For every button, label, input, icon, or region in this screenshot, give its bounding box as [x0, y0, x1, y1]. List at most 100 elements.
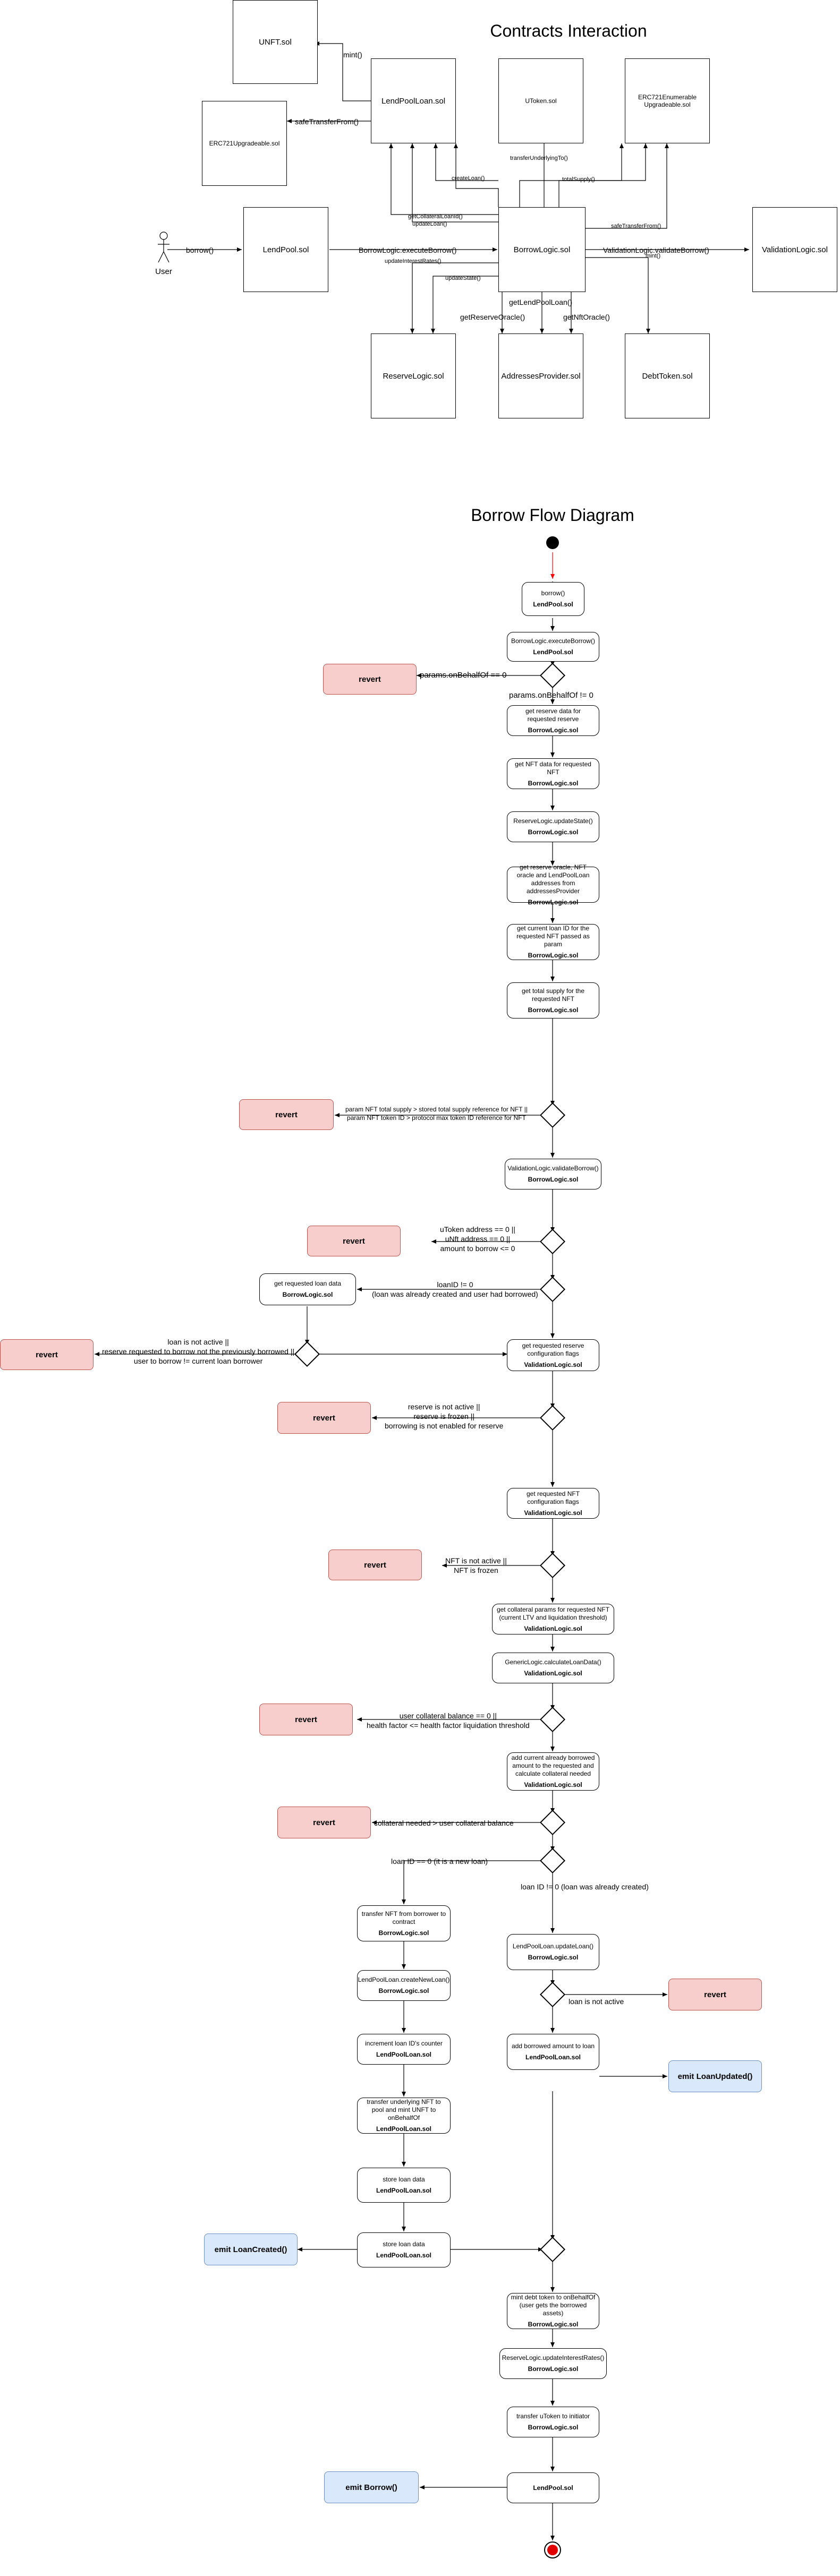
node-borrowlogic: BorrowLogic.sol: [498, 207, 586, 292]
step-text: mint debt token to onBehalfOf (user gets…: [511, 2293, 596, 2317]
step-contract: ValidationLogic.sol: [524, 1360, 582, 1368]
flow-start-node: [546, 536, 559, 549]
cond-loan-not-active: loan is not active: [569, 1997, 624, 2006]
revert-collateral-balance: revert: [259, 1704, 353, 1735]
step-text: add borrowed amount to loan: [511, 2042, 595, 2050]
step-contract: ValidationLogic.sol: [524, 1624, 582, 1632]
step-store-loan-data-1: store loan data LendPoolLoan.sol: [357, 2168, 451, 2203]
edge-transferunderlyingto: transferUnderlyingTo(): [510, 155, 568, 161]
step-contract: BorrowLogic.sol: [528, 1176, 579, 1183]
user-label: User: [155, 267, 172, 276]
step-text: transfer underlying NFT to pool and mint…: [367, 2098, 441, 2121]
step-contract: LendPoolLoan.sol: [376, 2187, 431, 2194]
step-get-loan-data: get requested loan data BorrowLogic.sol: [259, 1273, 356, 1305]
step-text: ReserveLogic.updateInterestRates(): [502, 2354, 605, 2361]
step-text: get requested loan data: [274, 1280, 342, 1287]
edge-mint-2: mint(): [646, 253, 661, 259]
edge-safetransferfrom-2: safeTransferFrom(): [611, 223, 661, 229]
step-contract: LendPool.sol: [533, 648, 573, 656]
step-get-loan-id: get current loan ID for the requested NF…: [507, 924, 599, 960]
step-update-loan: LendPoolLoan.updateLoan() BorrowLogic.so…: [507, 1934, 599, 1970]
step-contract: BorrowLogic.sol: [282, 1291, 333, 1298]
edge-createloan: createLoan(): [452, 175, 485, 182]
edge-getcollateralloanid: getCollateralLoanId(): [408, 213, 463, 220]
cond-onbehalfof-nonzero: params.onBehalfOf != 0: [509, 691, 593, 700]
edge-mint: mint(): [343, 50, 362, 59]
step-add-borrowed: add borrowed amount to loan LendPoolLoan…: [507, 2034, 599, 2070]
step-text: get collateral params for requested NFT …: [496, 1605, 610, 1621]
step-contract: BorrowLogic.sol: [378, 1987, 429, 1995]
step-text: get total supply for the requested NFT: [521, 987, 585, 1003]
step-contract: BorrowLogic.sol: [528, 2424, 579, 2431]
step-text: get requested reserve configuration flag…: [522, 1341, 584, 1357]
revert-nft-active: revert: [328, 1550, 422, 1580]
cond-reserve-active: reserve is not active || reserve is froz…: [385, 1402, 504, 1431]
step-text: transfer uToken to initiator: [516, 2412, 590, 2420]
revert-onbehalfof: revert: [323, 664, 417, 695]
step-contract: LendPoolLoan.sol: [376, 2125, 431, 2133]
step-contract: ValidationLogic.sol: [524, 1509, 582, 1517]
cond-collateral-balance: user collateral balance == 0 || health f…: [367, 1711, 530, 1730]
step-text: ValidationLogic.validateBorrow(): [507, 1165, 599, 1172]
node-utoken: UToken.sol: [498, 58, 583, 143]
step-contract: BorrowLogic.sol: [528, 1006, 579, 1014]
step-contract: BorrowLogic.sol: [378, 1929, 429, 1937]
step-executeborrow: BorrowLogic.executeBorrow() LendPool.sol: [507, 632, 599, 662]
step-contract: ValidationLogic.sol: [524, 1781, 582, 1788]
step-contract: LendPoolLoan.sol: [376, 2252, 431, 2259]
step-text: get reserve data for requested reserve: [525, 707, 581, 723]
step-text: get current loan ID for the requested NF…: [516, 925, 590, 948]
edge-executeborrow: BorrowLogic.executeBorrow(): [359, 246, 457, 254]
flow-end-node: [544, 2541, 561, 2558]
step-get-total-supply: get total supply for the requested NFT B…: [507, 982, 599, 1019]
step-collateral-params: get collateral params for requested NFT …: [492, 1604, 614, 1634]
cond-loanid: loanID != 0 (loan was already created an…: [372, 1280, 538, 1299]
step-contract: ValidationLogic.sol: [524, 1670, 582, 1677]
step-mint-unft: transfer underlying NFT to pool and mint…: [357, 2098, 451, 2134]
revert-collateral-needed: revert: [277, 1807, 371, 1838]
revert-nft-supply: revert: [239, 1099, 334, 1130]
step-transfer-nft: transfer NFT from borrower to contract B…: [357, 1905, 451, 1941]
node-debttoken: DebtToken.sol: [625, 333, 710, 418]
cond-nft-active: NFT is not active || NFT is frozen: [445, 1556, 507, 1575]
step-reserve-config: get requested reserve configuration flag…: [507, 1339, 599, 1371]
step-transfer-utoken: transfer uToken to initiator BorrowLogic…: [507, 2407, 599, 2437]
step-contract: BorrowLogic.sol: [528, 726, 579, 734]
cond-nft-supply: param NFT total supply > stored total su…: [345, 1106, 528, 1122]
step-contract: BorrowLogic.sol: [528, 2321, 579, 2328]
flow-title: Borrow Flow Diagram: [471, 506, 634, 525]
node-erc721-enumerable: ERC721Enumerable Upgradeable.sol: [625, 58, 710, 143]
edge-safetransferfrom: safeTransferFrom(): [295, 117, 359, 126]
cond-existing-loan: loan ID != 0 (loan was already created): [521, 1882, 649, 1891]
step-create-new-loan: LendPoolLoan.createNewLoan() BorrowLogic…: [357, 1970, 451, 2001]
cond-utoken: uToken address == 0 || uNft address == 0…: [440, 1225, 515, 1253]
cond-onbehalfof-zero: params.onBehalfOf == 0: [420, 671, 507, 680]
step-contract: LendPoolLoan.sol: [525, 2053, 581, 2061]
contracts-title: Contracts Interaction: [490, 21, 647, 40]
step-contract: BorrowLogic.sol: [528, 1954, 579, 1961]
cond-collateral-needed: collateral needed > user collateral bala…: [374, 1819, 514, 1827]
revert-reserve-active: revert: [277, 1402, 371, 1434]
emit-loan-updated: emit LoanUpdated(): [668, 2060, 762, 2092]
step-text: LendPoolLoan.createNewLoan(): [358, 1976, 450, 1983]
step-text: get NFT data for requested NFT: [515, 760, 591, 776]
step-text: borrow(): [541, 589, 565, 597]
cond-new-loan: loan ID == 0 (it is a new loan): [391, 1857, 488, 1865]
step-text: store loan data: [383, 2240, 425, 2248]
edge-borrow: borrow(): [186, 246, 214, 254]
revert-loan-not-active: revert: [668, 1979, 762, 2010]
edge-validateborrow: ValidationLogic.validateBorrow(): [603, 246, 709, 254]
step-contract: BorrowLogic.sol: [528, 828, 579, 836]
step-get-nft-data: get NFT data for requested NFT BorrowLog…: [507, 758, 599, 789]
edge-getnftoracle: getNftOracle(): [563, 313, 610, 321]
step-store-loan-data-2: store loan data LendPoolLoan.sol: [357, 2232, 451, 2267]
emit-borrow: emit Borrow(): [324, 2471, 419, 2503]
edge-getlendpoolloan: getLendPoolLoan(): [509, 298, 573, 306]
emit-loan-created: emit LoanCreated(): [204, 2233, 298, 2265]
user-actor-icon: [158, 232, 169, 263]
step-updatestate: ReserveLogic.updateState() BorrowLogic.s…: [507, 811, 599, 842]
step-calculate-loan-data: GenericLogic.calculateLoanData() Validat…: [492, 1653, 614, 1683]
edge-updateloan: updateLoan(): [412, 221, 447, 227]
node-unft: UNFT.sol: [233, 0, 318, 84]
step-contract: BorrowLogic.sol: [528, 779, 579, 787]
